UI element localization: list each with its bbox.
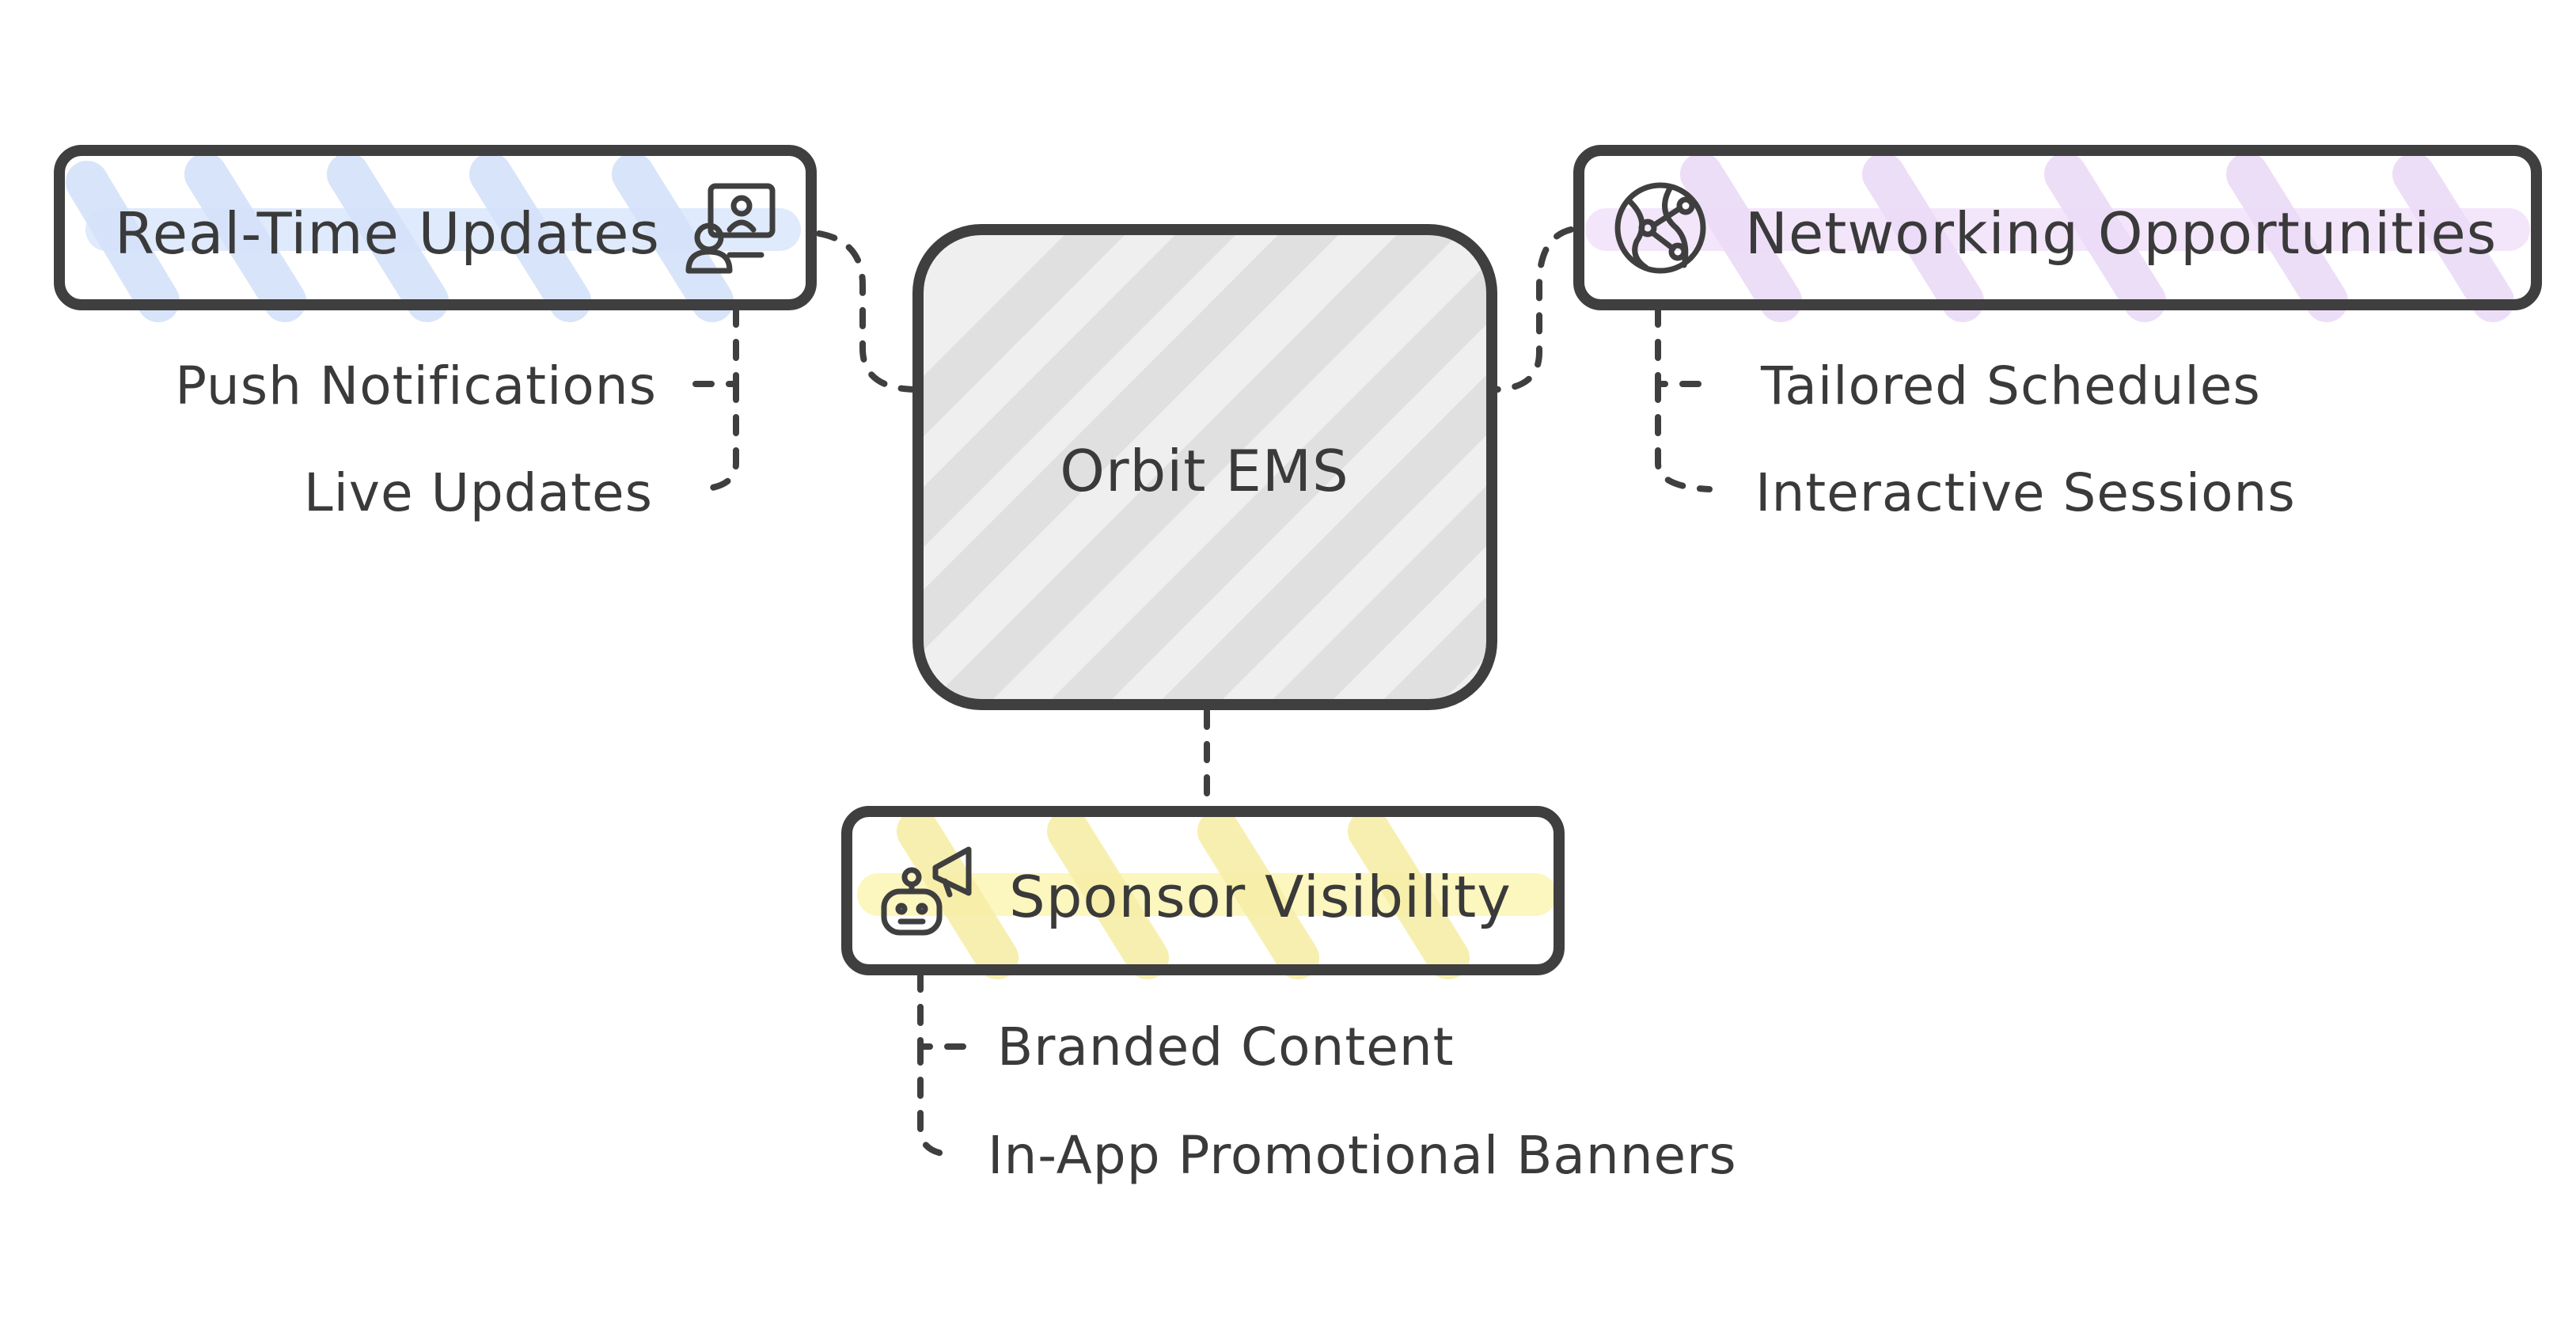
connector-real-time-to-center xyxy=(816,230,917,393)
robot-megaphone-icon xyxy=(881,846,972,936)
branch-networking-opportunities[interactable]: Networking Opportunities Tailored Schedu… xyxy=(1573,145,2542,523)
connectors xyxy=(681,226,1713,1157)
branch-title: Networking Opportunities xyxy=(1745,200,2497,267)
branch-real-time-updates[interactable]: Real-Time Updates Push Notifications Liv… xyxy=(54,145,817,523)
branch-title: Sponsor Visibility xyxy=(1009,864,1512,930)
branch-highlight xyxy=(1585,153,2530,322)
connector-networking-to-center xyxy=(1493,226,1574,393)
sub-item-branded-content: Branded Content xyxy=(997,1016,1455,1077)
center-label: Orbit EMS xyxy=(1060,438,1349,504)
branch-sponsor-visibility[interactable]: Sponsor Visibility Branded Content In-Ap… xyxy=(841,806,1737,1186)
center-node: Orbit EMS xyxy=(912,224,1497,710)
globe-network-icon xyxy=(1614,182,1706,274)
sub-item-in-app-promotional-banners: In-App Promotional Banners xyxy=(988,1125,1737,1186)
connector-live-updates xyxy=(697,381,739,492)
connector-in-app-banners xyxy=(917,1043,951,1157)
connector-branded-content xyxy=(917,971,975,1050)
branch-title: Real-Time Updates xyxy=(115,200,660,267)
presenter-screen-icon xyxy=(685,183,776,274)
sub-item-interactive-sessions: Interactive Sessions xyxy=(1755,462,2296,523)
sub-item-tailored-schedules: Tailored Schedules xyxy=(1760,355,2261,416)
connector-tailored-schedules xyxy=(1655,306,1713,387)
sub-item-live-updates: Live Updates xyxy=(304,462,653,523)
center-hatch xyxy=(918,230,1492,705)
sub-item-push-notifications: Push Notifications xyxy=(175,355,657,416)
connector-interactive-sessions xyxy=(1655,381,1713,492)
branch-highlight xyxy=(857,810,1557,979)
branch-highlight xyxy=(66,153,801,322)
